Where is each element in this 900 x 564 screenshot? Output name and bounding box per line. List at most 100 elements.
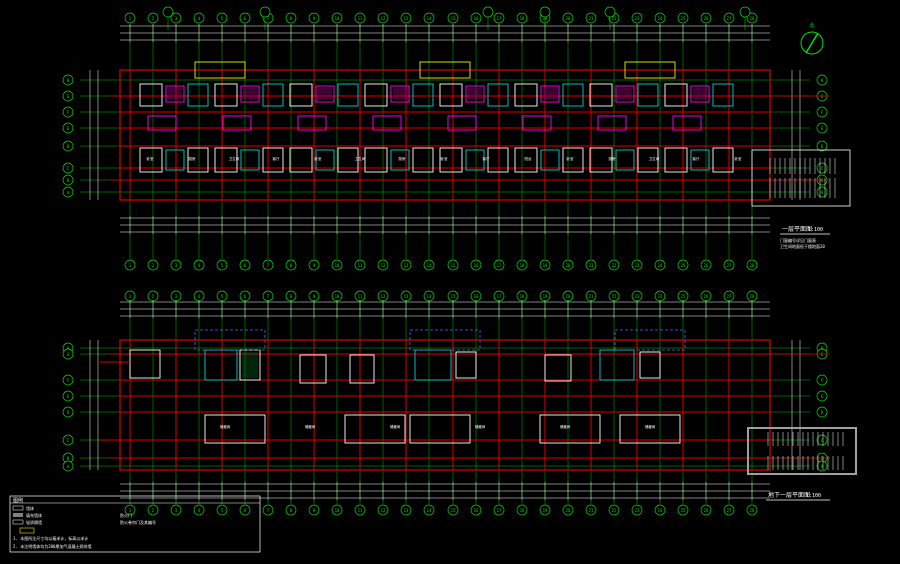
room-label: 厨房 (609, 156, 617, 161)
room-outline (562, 147, 584, 173)
axis-bubble-top (585, 12, 597, 24)
axis-label-right: A (821, 190, 824, 195)
north-label: 北 (809, 22, 814, 29)
axis-label-left: D (67, 410, 70, 415)
axis-label-top: 23 (635, 294, 640, 299)
axis-label-bottom: 1 (129, 263, 132, 268)
axis-label-left: D (67, 144, 70, 149)
axis-bubble-right (816, 374, 828, 386)
axis-label-bottom: 17 (497, 263, 502, 268)
axis-label-top: 24 (658, 294, 663, 299)
room-outline (624, 61, 676, 79)
axis-bubble-bottom (423, 504, 435, 516)
plan2-title: 地下一层平面图 (768, 491, 810, 499)
axis-label-top: 1 (129, 294, 132, 299)
axis-bubble-bottom (170, 504, 182, 516)
room-outline (364, 147, 388, 173)
axis-label-top: 14 (427, 294, 432, 299)
axis-bubble-bottom (285, 259, 297, 271)
axis-label-bottom: 27 (727, 508, 732, 513)
axis-label-bottom: 13 (404, 263, 409, 268)
outer-wall (119, 339, 771, 471)
axis-label-bottom: 24 (658, 508, 663, 513)
axis-label-bottom: 16 (474, 508, 479, 513)
axis-bubble-right (816, 106, 828, 118)
room-outline (204, 414, 266, 444)
axis-label-bottom: 9 (313, 263, 316, 268)
room-outline (240, 85, 260, 103)
axis-bubble-top (400, 12, 412, 24)
room-outline (712, 83, 734, 107)
axis-label-top: 7 (267, 16, 270, 21)
room-outline (447, 115, 477, 131)
legend-right-row-1: 防火门 (120, 512, 132, 518)
axis-bubble-top (482, 6, 494, 18)
axis-bubble-bottom (377, 259, 389, 271)
axis-label-top: 5 (221, 294, 224, 299)
room-label: 卧室 (567, 156, 575, 161)
axis-label-left: G (67, 94, 70, 99)
axis-label-left: C (67, 438, 70, 443)
axis-label-top: 19 (543, 16, 548, 21)
axis-label-top: 2 (152, 294, 155, 299)
axis-bubble-top (739, 6, 751, 18)
axis-label-top: 21 (589, 16, 594, 21)
room-outline (412, 83, 434, 107)
axis-label-right: B (821, 178, 824, 183)
room-outline (194, 61, 246, 79)
axis-bubble-right (816, 162, 828, 174)
axis-label-top: 4 (198, 16, 201, 21)
axis-label-top: 24 (658, 16, 663, 21)
axis-bubble-right (816, 122, 828, 134)
axis-bubble-bottom (631, 259, 643, 271)
axis-bubble-bottom (654, 504, 666, 516)
axis-label-right: E (821, 126, 824, 131)
axis-label-bottom: 10 (335, 508, 340, 513)
room-label: 储藏间 (220, 424, 231, 429)
axis-bubble-left (62, 374, 74, 386)
plan2-title-block: 地下一层平面图 1:100 (766, 491, 830, 501)
axis-label-left: A (67, 190, 70, 195)
legend-note-2: 2. 未注明墙体均为200厚加气混凝土砌块墙 (13, 543, 91, 549)
axis-bubble-bottom (193, 259, 205, 271)
axis-bubble-left (62, 390, 74, 402)
legend-right-row-2: 防火卷帘门及其编号 (120, 519, 156, 525)
axis-bubble-bottom (700, 504, 712, 516)
basement-floor-plan: 1122334455667788991010111112121313141415… (62, 290, 857, 516)
axis-label-right: C (821, 438, 824, 443)
axis-bubble-left (62, 406, 74, 418)
axis-label-bottom: 28 (750, 508, 755, 513)
axis-bubble-bottom (216, 259, 228, 271)
axis-label-bottom: 7 (267, 508, 270, 513)
axis-bubble-left (62, 106, 74, 118)
plan2-scale: 1:100 (806, 493, 821, 499)
axis-label-bottom: 22 (612, 263, 617, 268)
axis-label-top: 17 (497, 294, 502, 299)
axis-bubble-bottom (354, 259, 366, 271)
axis-bubble-bottom (470, 259, 482, 271)
axis-bubble-bottom (700, 259, 712, 271)
room-outline (439, 147, 463, 173)
room-fixture (693, 88, 707, 100)
axis-bubble-top (447, 12, 459, 24)
axis-label-bottom: 5 (221, 263, 224, 268)
axis-bubble-top (239, 12, 251, 24)
axis-label-right: G (821, 352, 824, 357)
axis-bubble-left (62, 186, 74, 198)
axis-bubble-right (816, 460, 828, 472)
plan1-note-2: 卫生间地面低于楼地面20 (780, 243, 825, 249)
axis-bubble-bottom (354, 504, 366, 516)
room-outline (262, 147, 284, 173)
axis-bubble-bottom (585, 504, 597, 516)
axis-bubble-top (162, 6, 174, 18)
legend-title: 图例 (13, 497, 23, 504)
axis-bubble-top (700, 12, 712, 24)
axis-label-bottom: 17 (497, 508, 502, 513)
axis-label-top: 17 (497, 16, 502, 21)
room-outline (637, 147, 659, 173)
axis-label-right: F (821, 378, 824, 383)
axis-label-top: 25 (681, 294, 686, 299)
axis-label-top: 5 (221, 16, 224, 21)
axis-label-top: 22 (612, 294, 617, 299)
